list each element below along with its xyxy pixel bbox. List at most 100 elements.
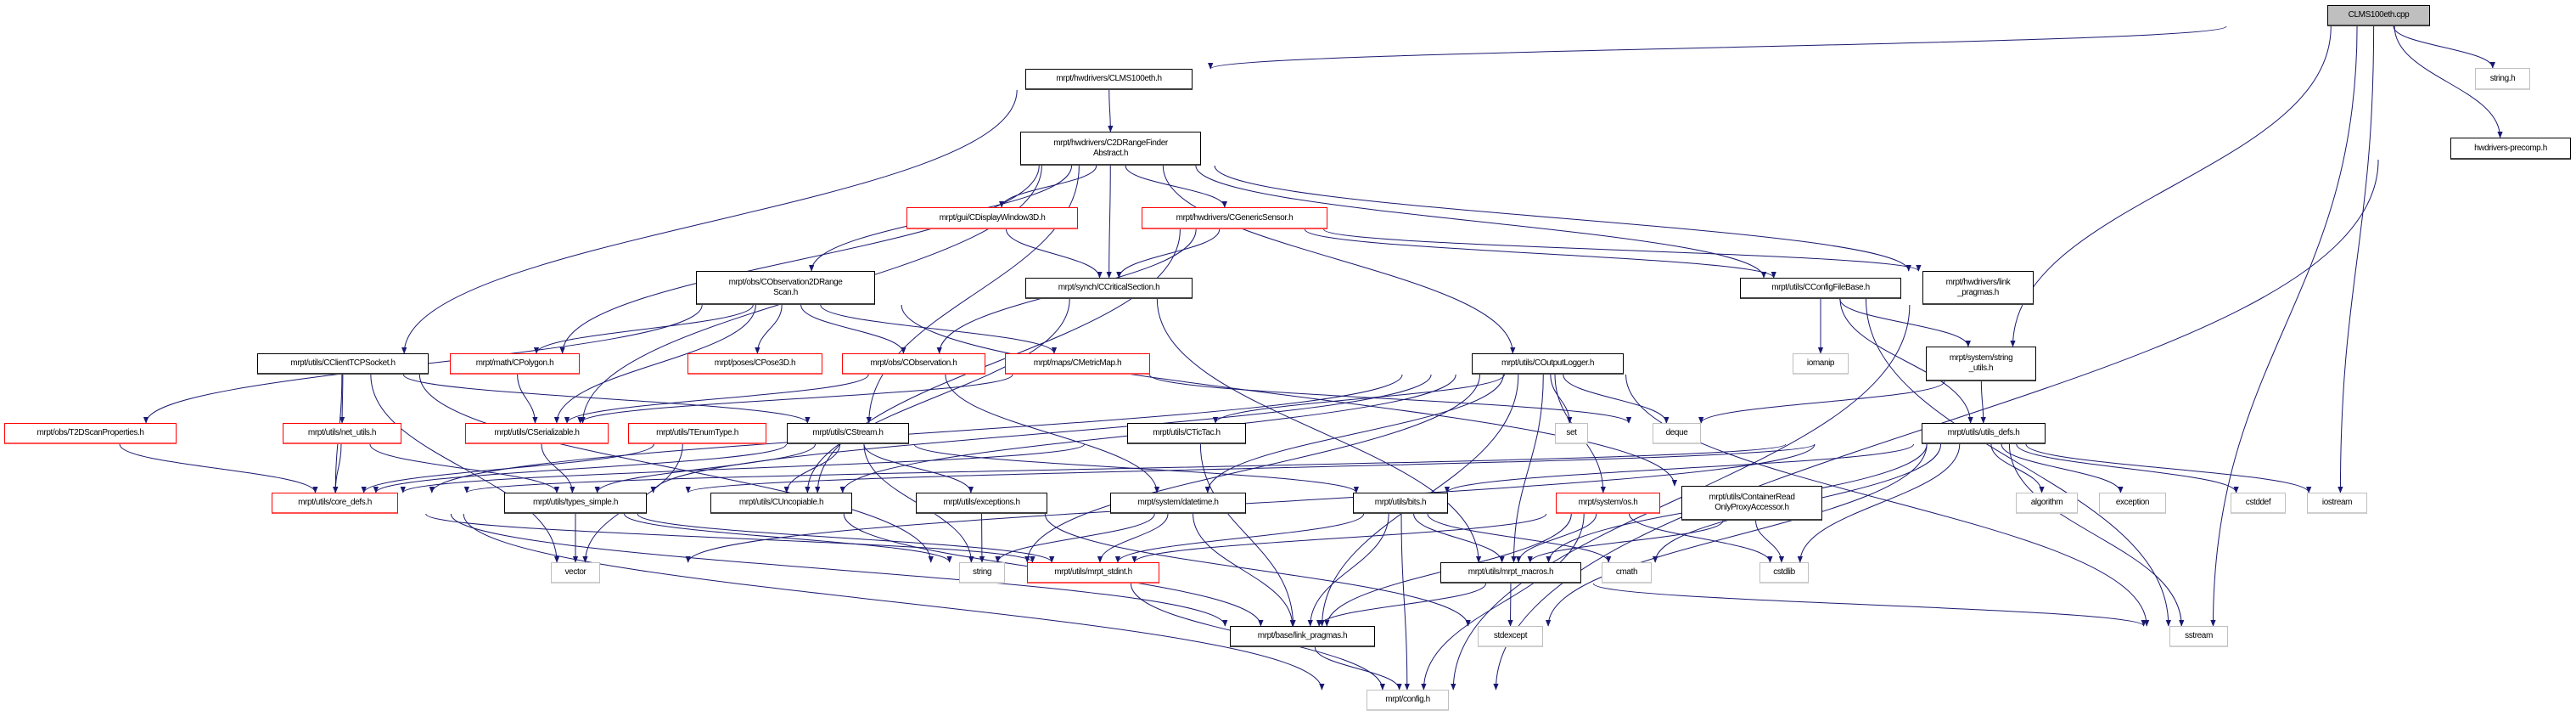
- node-label: cmath: [1615, 567, 1638, 577]
- edge-cfgfile-to-utilsdefs: [1839, 298, 1973, 424]
- edge-obs2d-to-metricmap: [820, 304, 1058, 354]
- edge-utilsdefs-to-exception: [2001, 443, 2124, 493]
- node-metricmap[interactable]: mrpt/maps/CMetricMap.h: [1005, 353, 1150, 375]
- node-label: mrpt/hwdrivers/link _pragmas.h: [1945, 277, 2011, 297]
- edge-cpp-to-precomp: [2394, 25, 2503, 138]
- node-cfgfile[interactable]: mrpt/utils/CConfigFileBase.h: [1740, 278, 1901, 299]
- node-label: mrpt/obs/T2DScanProperties.h: [36, 428, 144, 437]
- edge-outlogger-to-deque: [1563, 374, 1670, 424]
- node-cstddef[interactable]: cstddef: [2231, 493, 2286, 514]
- node-obs[interactable]: mrpt/obs/CObservation.h: [842, 353, 985, 375]
- node-vector[interactable]: vector: [551, 562, 600, 584]
- edge-clms-to-tcpsock: [401, 89, 1018, 354]
- node-label: mrpt/math/CPolygon.h: [475, 358, 554, 368]
- node-utilsdefs[interactable]: mrpt/utils/utils_defs.h: [1922, 423, 2046, 444]
- edge-utilsdefs-to-stdexcept: [1545, 443, 1928, 627]
- edge-cpp-to-stringh: [2393, 25, 2495, 69]
- node-iomanip[interactable]: iomanip: [1793, 353, 1849, 375]
- edge-utilsdefs-to-typessimple: [685, 443, 1816, 493]
- node-exception[interactable]: exception: [2099, 493, 2166, 514]
- edge-outlogger-to-set: [1550, 374, 1573, 424]
- node-config[interactable]: mrpt/config.h: [1367, 690, 1449, 711]
- edge-gensensor-to-uncopiable: [815, 228, 1181, 493]
- node-serial[interactable]: mrpt/utils/CSerializable.h: [465, 423, 609, 444]
- node-label: mrpt/utils/bits.h: [1374, 498, 1427, 507]
- node-netutils[interactable]: mrpt/utils/net_utils.h: [283, 423, 401, 444]
- node-coredefs[interactable]: mrpt/utils/core_defs.h: [272, 493, 398, 514]
- node-stringh[interactable]: string.h: [2475, 68, 2530, 90]
- edge-outlogger-to-tictac: [1212, 374, 1505, 424]
- edge-utilsdefs-to-vector: [685, 443, 1816, 563]
- node-precomp[interactable]: hwdrivers-precomp.h: [2450, 138, 2571, 160]
- node-pose3d[interactable]: mrpt/poses/CPose3D.h: [687, 353, 822, 375]
- edge-c2d-to-cfgfile: [1195, 165, 1767, 279]
- edge-utilsdefs-to-algorithm: [1990, 443, 2045, 493]
- node-strutils[interactable]: mrpt/system/string _utils.h: [1926, 347, 2036, 381]
- node-sstream[interactable]: sstream: [2169, 626, 2228, 647]
- node-enumtype[interactable]: mrpt/utils/TEnumType.h: [628, 423, 766, 444]
- node-tcpsock[interactable]: mrpt/utils/CClientTCPSocket.h: [257, 353, 429, 375]
- node-label: mrpt/utils/core_defs.h: [298, 498, 372, 507]
- node-hwlink[interactable]: mrpt/hwdrivers/link _pragmas.h: [1922, 271, 2034, 305]
- node-clms[interactable]: mrpt/hwdrivers/CLMS100eth.h: [1025, 69, 1193, 90]
- edge-c2d-to-hwlink: [1214, 165, 1911, 272]
- node-gensensor[interactable]: mrpt/hwdrivers/CGenericSensor.h: [1142, 207, 1327, 229]
- node-uncopiable[interactable]: mrpt/utils/CUncopiable.h: [710, 493, 852, 514]
- node-proxy[interactable]: mrpt/utils/ContainerRead OnlyProxyAccess…: [1681, 486, 1822, 521]
- node-stdexcept[interactable]: stdexcept: [1478, 626, 1543, 647]
- node-cstdlib[interactable]: cstdlib: [1759, 562, 1809, 584]
- edge-outlogger-to-coredefs: [429, 374, 1403, 493]
- node-string[interactable]: string: [959, 562, 1005, 584]
- edge-typessimple-to-stdint: [637, 513, 1055, 563]
- edge-t2dscan-to-coredefs: [119, 443, 318, 493]
- edge-cpp-to-sstream: [2210, 25, 2358, 627]
- node-exceptions[interactable]: mrpt/utils/exceptions.h: [916, 493, 1047, 514]
- node-label: mrpt/utils/net_utils.h: [307, 428, 377, 437]
- node-cmath[interactable]: cmath: [1602, 562, 1652, 584]
- edge-strutils-to-utilsdefs: [1980, 381, 1986, 424]
- node-set[interactable]: set: [1555, 423, 1588, 444]
- node-label: mrpt/base/link_pragmas.h: [1257, 631, 1348, 640]
- node-label: string: [972, 567, 992, 577]
- node-typessimple[interactable]: mrpt/utils/types_simple.h: [504, 493, 647, 514]
- node-iostream[interactable]: iostream: [2307, 493, 2367, 514]
- edge-metricmap-to-deque: [1148, 374, 1632, 424]
- node-stdint[interactable]: mrpt/utils/mrpt_stdint.h: [1027, 562, 1159, 584]
- node-macros[interactable]: mrpt/utils/mrpt_macros.h: [1440, 562, 1581, 584]
- node-label: iomanip: [1806, 358, 1835, 368]
- node-t2dscan[interactable]: mrpt/obs/T2DScanProperties.h: [4, 423, 177, 444]
- node-tictac[interactable]: mrpt/utils/CTicTac.h: [1127, 423, 1246, 444]
- node-obs2d[interactable]: mrpt/obs/CObservation2DRange Scan.h: [696, 271, 875, 305]
- node-disp3d[interactable]: mrpt/gui/CDisplayWindow3D.h: [906, 207, 1078, 229]
- node-cpp[interactable]: CLMS100eth.cpp: [2327, 5, 2430, 26]
- node-label: mrpt/utils/TEnumType.h: [656, 428, 738, 437]
- node-algorithm[interactable]: algorithm: [2016, 493, 2078, 514]
- node-critsec[interactable]: mrpt/synch/CCriticalSection.h: [1025, 278, 1193, 299]
- node-label: mrpt/utils/ContainerRead OnlyProxyAccess…: [1709, 493, 1795, 512]
- node-label: deque: [1665, 428, 1688, 437]
- node-label: cstddef: [2245, 498, 2271, 507]
- node-bits[interactable]: mrpt/utils/bits.h: [1353, 493, 1448, 514]
- edge-outlogger-to-macros: [1511, 374, 1544, 563]
- node-label: mrpt/poses/CPose3D.h: [714, 358, 796, 368]
- node-outlogger[interactable]: mrpt/utils/COutputLogger.h: [1472, 353, 1624, 375]
- node-os[interactable]: mrpt/system/os.h: [1556, 493, 1660, 514]
- edge-c2d-to-polygon: [559, 165, 1040, 354]
- node-label: mrpt/system/datetime.h: [1137, 498, 1219, 507]
- edge-outlogger-to-typessimple: [650, 374, 1432, 493]
- edge-cfgfile-to-sstream: [1865, 298, 2172, 627]
- node-polygon[interactable]: mrpt/math/CPolygon.h: [450, 353, 580, 375]
- edge-critsec-to-uncopiable: [805, 298, 1070, 493]
- node-deque[interactable]: deque: [1653, 423, 1701, 444]
- edge-obs2d-to-proxy: [901, 304, 1678, 487]
- node-baselink[interactable]: mrpt/base/link_pragmas.h: [1230, 626, 1375, 647]
- node-label: mrpt/utils/types_simple.h: [532, 498, 619, 507]
- edge-utilsdefs-to-cstdlib: [1797, 443, 1961, 563]
- node-stream[interactable]: mrpt/utils/CStream.h: [787, 423, 909, 444]
- node-c2d[interactable]: mrpt/hwdrivers/C2DRangeFinder Abstract.h: [1020, 132, 1201, 166]
- node-datetime[interactable]: mrpt/system/datetime.h: [1110, 493, 1246, 514]
- edge-gensensor-to-critsec: [1116, 228, 1221, 279]
- node-label: cstdlib: [1773, 567, 1795, 577]
- edge-bits-to-macros: [1413, 513, 1505, 563]
- edge-datetime-to-baselink: [1193, 513, 1295, 627]
